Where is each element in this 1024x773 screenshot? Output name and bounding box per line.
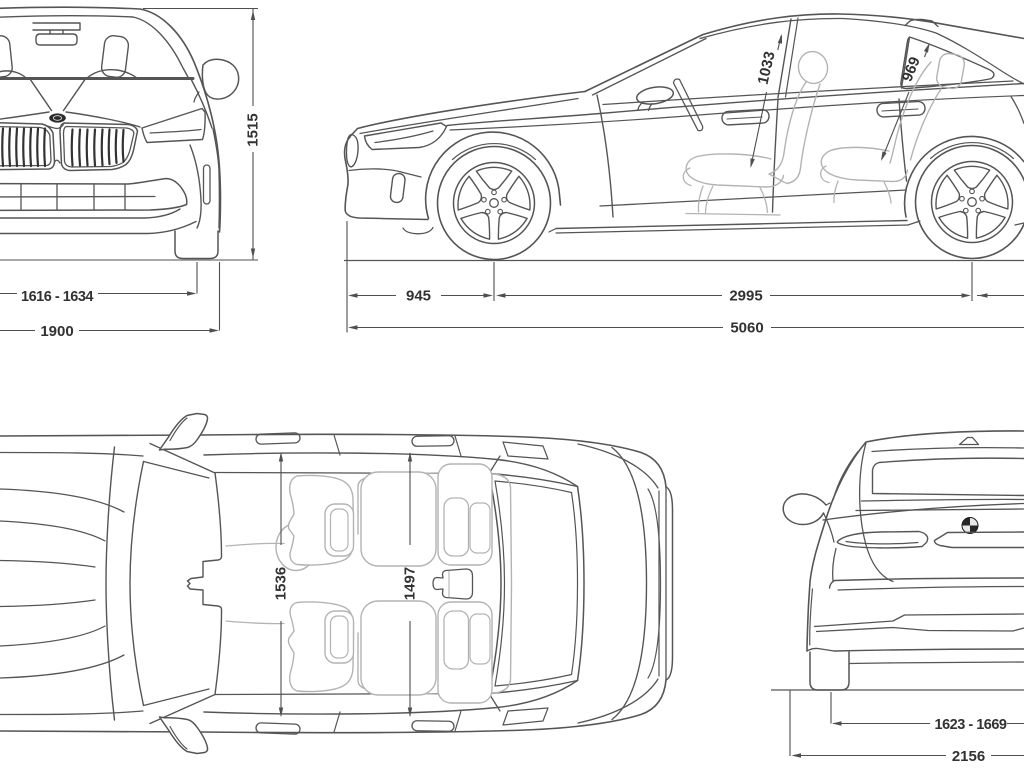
svg-text:945: 945 (406, 288, 431, 305)
svg-text:5060: 5060 (730, 320, 763, 337)
svg-text:1497: 1497 (402, 567, 419, 600)
svg-text:1536: 1536 (273, 567, 290, 600)
svg-text:2156: 2156 (952, 748, 985, 765)
svg-text:2995: 2995 (729, 288, 762, 305)
svg-text:1900: 1900 (40, 323, 73, 340)
svg-text:1623 - 1669: 1623 - 1669 (935, 717, 1007, 733)
svg-text:1616 - 1634: 1616 - 1634 (21, 289, 93, 305)
svg-text:1515: 1515 (245, 113, 262, 146)
